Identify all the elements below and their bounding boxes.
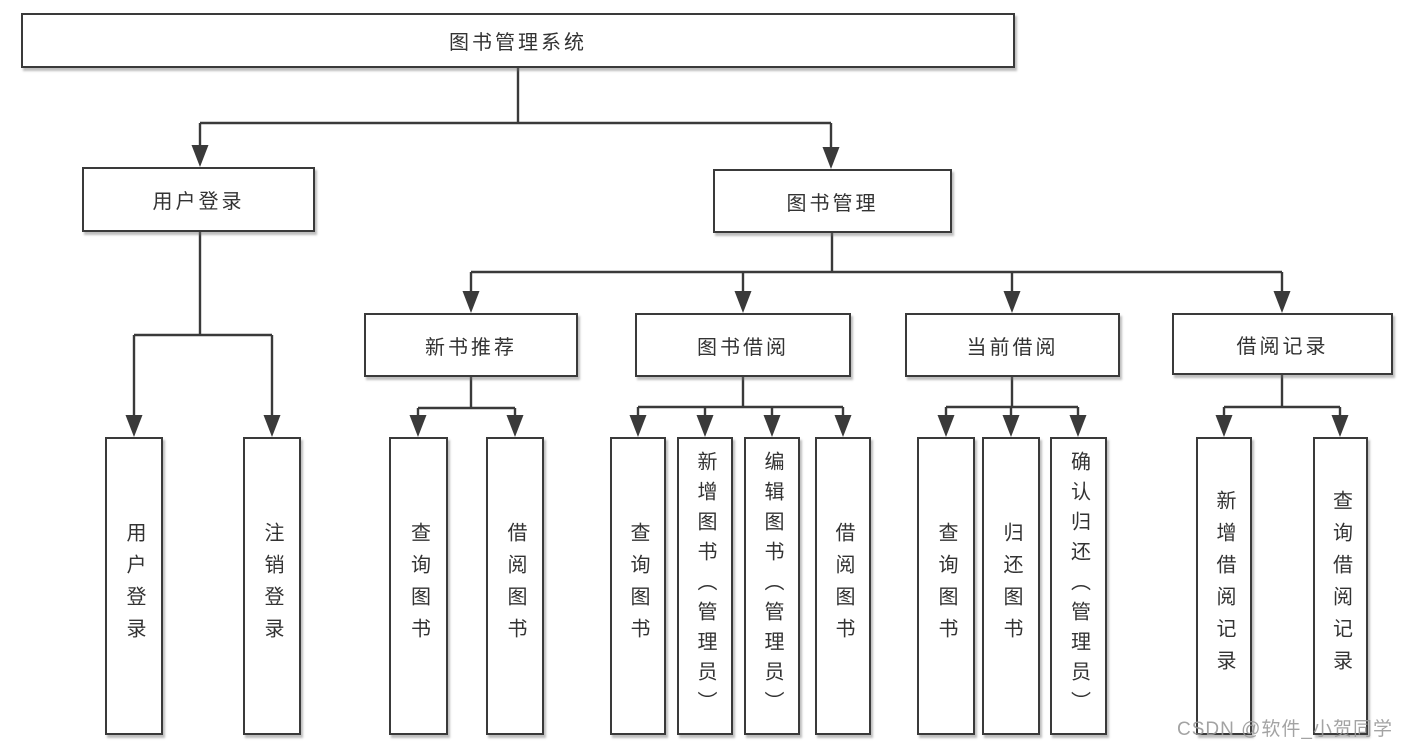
leaf-add-borrow-record: 新增借阅记录 xyxy=(1196,437,1252,735)
watermark-text: CSDN @软件_小贺同学 xyxy=(1177,719,1393,740)
leaf-return-books: 归还图书 xyxy=(982,437,1040,735)
leaf-confirm-return-admin: 确认归还（管理员） xyxy=(1050,437,1107,735)
leaf-logout: 注销登录 xyxy=(243,437,301,735)
node-label: 图书管理 xyxy=(786,192,879,215)
node-label: 借阅记录 xyxy=(1236,335,1329,358)
leaf-query-books-borrowing: 查询图书 xyxy=(610,437,666,735)
leaf-edit-books-admin: 编辑图书（管理员） xyxy=(744,437,800,735)
leaf-label: 查询图书 xyxy=(935,522,957,650)
leaf-add-books-admin: 新增图书（管理员） xyxy=(677,437,733,735)
leaf-label: 查询借阅记录 xyxy=(1329,490,1352,682)
leaf-label: 借阅图书 xyxy=(832,522,854,650)
leaf-borrow-books: 借阅图书 xyxy=(815,437,871,735)
node-current-borrowing: 当前借阅 xyxy=(905,313,1120,377)
node-borrowing-records: 借阅记录 xyxy=(1172,313,1393,375)
leaf-label: 用户登录 xyxy=(123,522,145,650)
leaf-label: 新增借阅记录 xyxy=(1213,490,1235,682)
leaf-label: 查询图书 xyxy=(627,522,649,650)
node-label: 新书推荐 xyxy=(425,336,517,359)
leaf-borrow-books-recommend: 借阅图书 xyxy=(486,437,544,735)
node-label: 图书借阅 xyxy=(697,336,789,359)
leaf-label: 查询图书 xyxy=(407,522,430,650)
node-library-management-system: 图书管理系统 xyxy=(21,13,1015,68)
leaf-query-books-recommend: 查询图书 xyxy=(389,437,448,735)
leaf-user-login: 用户登录 xyxy=(105,437,163,735)
arrowheads xyxy=(125,145,1349,437)
leaf-query-books-current: 查询图书 xyxy=(917,437,975,735)
node-new-book-recommendation: 新书推荐 xyxy=(364,313,578,377)
node-label: 当前借阅 xyxy=(966,336,1059,359)
leaf-query-borrow-record: 查询借阅记录 xyxy=(1313,437,1368,735)
leaf-label: 借阅图书 xyxy=(504,522,526,650)
leaf-label: 编辑图书（管理员） xyxy=(761,451,783,721)
leaf-label: 归还图书 xyxy=(1000,522,1022,650)
leaf-label: 确认归还（管理员） xyxy=(1067,451,1090,721)
node-label: 图书管理系统 xyxy=(449,32,587,54)
node-book-management: 图书管理 xyxy=(713,169,952,233)
leaf-label: 新增图书（管理员） xyxy=(694,451,716,721)
node-label: 用户登录 xyxy=(152,191,245,213)
node-user-login: 用户登录 xyxy=(82,167,315,232)
leaf-label: 注销登录 xyxy=(261,522,283,650)
connector-paths xyxy=(132,68,1342,418)
node-book-borrowing: 图书借阅 xyxy=(635,313,851,377)
